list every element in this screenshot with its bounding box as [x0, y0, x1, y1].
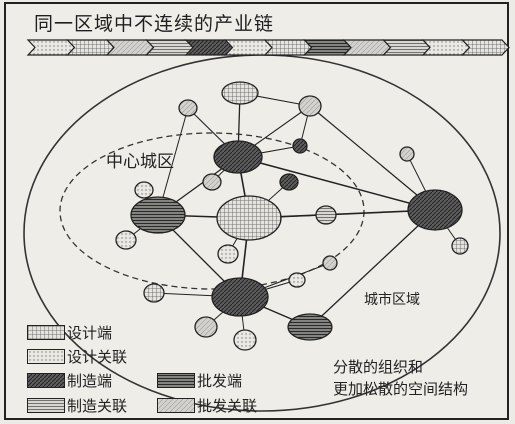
node-c7 — [315, 205, 337, 225]
chain-segment — [421, 39, 471, 56]
node-e1 — [399, 146, 415, 162]
legend-label: 制造端 — [67, 371, 113, 390]
node-s1 — [288, 272, 306, 288]
industry-chain-band — [26, 39, 510, 56]
legend-swatch-grid — [27, 324, 65, 340]
chain-segment — [66, 39, 115, 56]
link — [237, 156, 436, 211]
chain-segment — [224, 39, 273, 56]
legend-item-design: 设计端 — [27, 321, 112, 343]
center-north-hub — [213, 140, 263, 174]
city-region-label: 城市区域 — [364, 292, 420, 308]
center-west-hub — [130, 196, 186, 234]
center-district-ellipse — [59, 132, 365, 290]
legend-label: 批发端 — [197, 371, 243, 390]
legend-label: 批发关联 — [197, 396, 258, 415]
chain-segment — [342, 39, 392, 56]
link — [309, 105, 436, 211]
chain-segment — [105, 39, 155, 56]
node-c3 — [292, 138, 308, 154]
caption-line-2: 更加松散的空间结构 — [333, 380, 469, 398]
node-c3b — [279, 173, 299, 191]
legend-swatch-stripes — [157, 372, 195, 388]
top-left-node — [178, 99, 198, 117]
diagram-caption: 分散的组织和 更加松散的空间结构 — [333, 356, 468, 400]
legend-swatch-dots — [27, 348, 65, 364]
node-c1 — [134, 181, 154, 199]
legend-item-design-related: 设计关联 — [27, 345, 127, 367]
legend-swatch-light — [157, 397, 195, 413]
chain-segment — [303, 39, 352, 56]
chain-segment — [184, 39, 234, 56]
east-hub — [407, 189, 463, 231]
node-c2 — [115, 230, 137, 250]
legend-item-wholesale: 批发端 — [157, 369, 242, 391]
top-node — [221, 81, 259, 105]
node-layer — [115, 81, 469, 351]
node-c4 — [202, 173, 222, 191]
south-hub — [211, 277, 269, 317]
legend-label: 制造关联 — [67, 396, 128, 415]
legend-label: 设计端 — [67, 323, 113, 342]
chain-segment — [145, 39, 194, 56]
link — [309, 209, 436, 328]
legend-label: 设计关联 — [67, 347, 128, 366]
node-s4 — [233, 329, 257, 351]
diagram-title: 同一区域中不连续的产业链 — [34, 13, 275, 35]
center-hub — [216, 195, 282, 241]
legend-swatch-dark — [27, 372, 65, 388]
legend-item-manufacturing-related: 制造关联 — [27, 394, 127, 416]
node-s5 — [194, 316, 218, 338]
chain-segment — [26, 39, 76, 56]
node-e2 — [451, 237, 469, 255]
legend-swatch-hlines — [27, 397, 65, 413]
center-district-label: 中心城区 — [106, 152, 174, 172]
node-s3 — [287, 313, 333, 341]
legend-item-manufacturing: 制造端 — [27, 369, 112, 391]
node-w1 — [143, 283, 165, 303]
chain-segment — [382, 39, 431, 56]
caption-line-1: 分散的组织和 — [333, 358, 424, 376]
legend-item-wholesale-related: 批发关联 — [157, 394, 257, 416]
top-right-node — [298, 95, 322, 117]
chain-segment — [461, 39, 510, 56]
chain-segment — [263, 39, 313, 56]
node-c5 — [217, 244, 239, 264]
node-s2 — [322, 255, 338, 271]
